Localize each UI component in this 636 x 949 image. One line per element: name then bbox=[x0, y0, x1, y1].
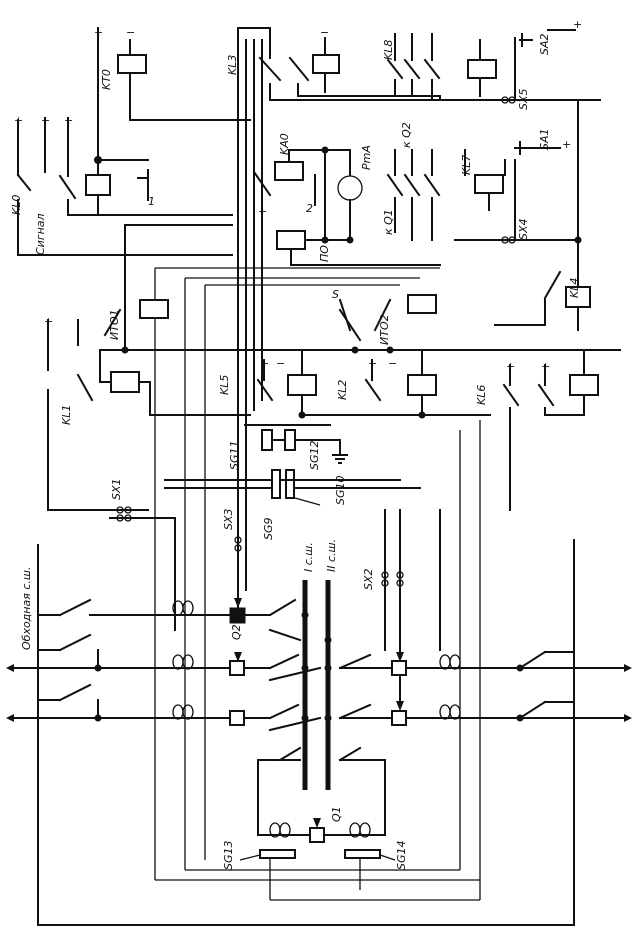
sx4-label: SX4 bbox=[517, 218, 530, 240]
ka0-label: KA0 bbox=[278, 133, 291, 155]
plus-label: + bbox=[258, 205, 267, 218]
rail-lines bbox=[124, 224, 440, 880]
num1-label: 1 bbox=[148, 195, 155, 208]
kq2-label: к Q2 bbox=[400, 122, 413, 148]
sg11-label: SG11 bbox=[228, 440, 241, 470]
kl8-label: KL8 bbox=[382, 40, 395, 60]
sg-block: SG11 SG12 SG10 SG9 bbox=[164, 424, 421, 540]
kl7-label: KL7 bbox=[460, 155, 473, 175]
sx2-label: SX2 bbox=[362, 568, 375, 590]
kq1-group: к Q1 KL7 SA1 + SX4 bbox=[382, 128, 582, 244]
minus-label: − bbox=[320, 26, 329, 39]
kq1-label: к Q1 bbox=[382, 209, 395, 235]
sx5-label: SX5 bbox=[517, 88, 530, 110]
sg12-label: SG12 bbox=[308, 440, 321, 470]
plus-label: + bbox=[573, 18, 582, 31]
q2-label: Q2 bbox=[230, 624, 243, 640]
kl4-group: KL4 bbox=[494, 239, 591, 331]
plus-label: + bbox=[41, 114, 50, 127]
kt0-label: KT0 bbox=[100, 69, 113, 90]
num2-label: 2 bbox=[306, 202, 313, 215]
ito1-label: ИТО1 bbox=[108, 309, 121, 340]
bus-coupler-q1: Q1 SG13 SG14 bbox=[155, 420, 481, 901]
minus-label: − bbox=[276, 357, 285, 370]
ito-group: ИТО1 ИТО2 S bbox=[99, 288, 621, 354]
plus-label: + bbox=[14, 114, 23, 127]
kl8-group: KL8 к Q2 SA2 + SX5 bbox=[382, 18, 582, 241]
kl2-label: KL2 bbox=[336, 380, 349, 400]
kt0-group: KT0 1 + − bbox=[85, 26, 251, 216]
kl0-label: KL0 bbox=[10, 195, 23, 215]
sg10-label: SG10 bbox=[334, 475, 347, 505]
signal-label: Сигнал bbox=[34, 213, 47, 255]
kl0-signal-group: KL0 Сигнал + + + bbox=[10, 114, 233, 256]
bypass-bus-group: Обходная с.ш. bbox=[20, 539, 575, 926]
kl1-label: KL1 bbox=[60, 405, 73, 425]
kl4-label: KL4 bbox=[568, 278, 581, 298]
ka0-group: KA0 PmA 2 ПО + bbox=[252, 119, 441, 266]
plus-label: + bbox=[562, 138, 571, 151]
bus2-label: II с.ш. bbox=[325, 539, 338, 572]
sa2-label: SA2 bbox=[538, 33, 551, 55]
kl5-label: KL5 bbox=[218, 375, 231, 395]
minus-label: − bbox=[126, 26, 135, 39]
bus1-label: I с.ш. bbox=[302, 542, 315, 572]
feeder-row-2 bbox=[6, 633, 632, 682]
sx3-label: SX3 bbox=[222, 508, 235, 530]
plus-label: + bbox=[368, 357, 377, 370]
kl-row: KL1 + KL5 + − KL2 + − KL6 + + bbox=[44, 315, 599, 511]
ito2-label: ИТО2 bbox=[378, 314, 391, 345]
kl3-group: KL3 − bbox=[226, 26, 601, 601]
plus-label: + bbox=[506, 360, 515, 373]
bypass-label: Обходная с.ш. bbox=[20, 567, 33, 650]
kl6-label: KL6 bbox=[475, 385, 488, 405]
feeder-row-1: Q2 bbox=[37, 598, 332, 644]
kl3-label: KL3 bbox=[226, 55, 239, 75]
q1-label: Q1 bbox=[330, 806, 343, 822]
po-label: ПО bbox=[318, 245, 331, 262]
busbars: I с.ш. II с.ш. bbox=[302, 539, 338, 790]
plus-label: + bbox=[541, 360, 550, 373]
feeder-arrows bbox=[234, 598, 404, 828]
sg14-label: SG14 bbox=[395, 840, 408, 870]
pma-label: PmA bbox=[360, 145, 373, 170]
sg13-label: SG13 bbox=[222, 840, 235, 870]
plus-label: + bbox=[44, 315, 53, 328]
sa1-label: SA1 bbox=[538, 128, 551, 150]
plus-label: + bbox=[260, 357, 269, 370]
minus-label: − bbox=[388, 357, 397, 370]
sx1-label: SX1 bbox=[110, 478, 123, 500]
s-label: S bbox=[332, 288, 339, 301]
sg9-label: SG9 bbox=[262, 517, 275, 540]
plus-label: + bbox=[64, 114, 73, 127]
feeder-row-3 bbox=[6, 683, 632, 732]
plus-label: + bbox=[94, 26, 103, 39]
